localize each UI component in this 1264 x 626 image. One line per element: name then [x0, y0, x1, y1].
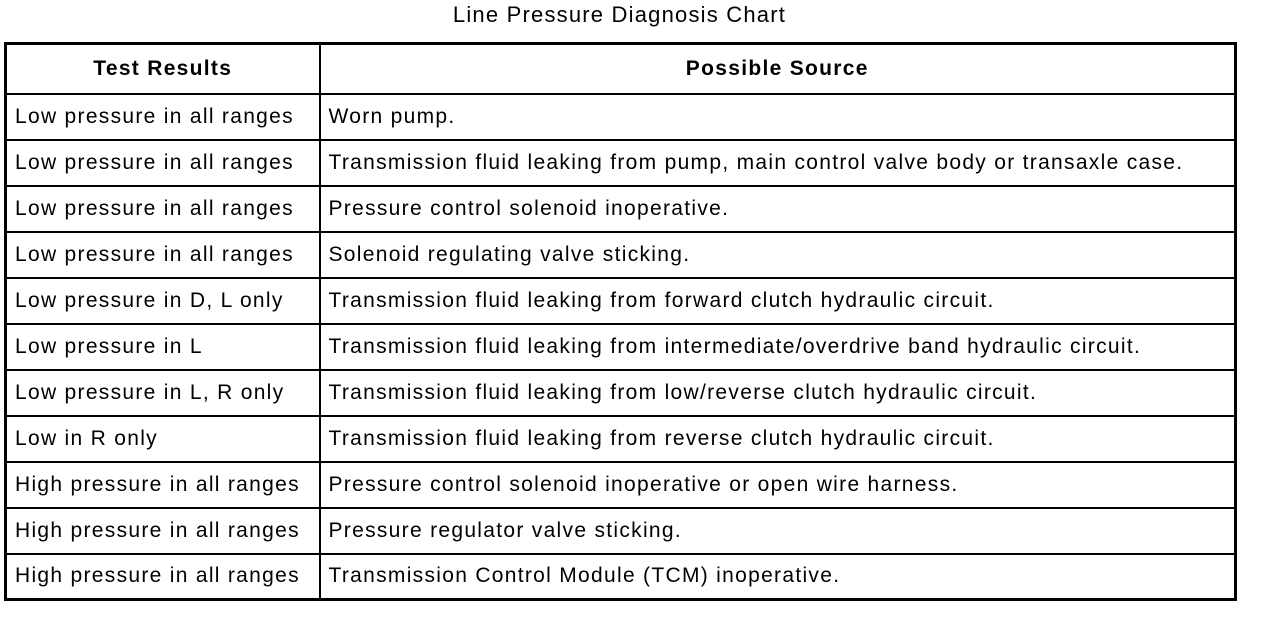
- table-row: Low in R only Transmission fluid leaking…: [4, 414, 1237, 463]
- possible-source-cell: Solenoid regulating valve sticking.: [318, 230, 1237, 279]
- table-row: Low pressure in D, L only Transmission f…: [4, 276, 1237, 325]
- table-header-row: Test Results Possible Source: [4, 42, 1237, 95]
- table-row: Low pressure in L, R only Transmission f…: [4, 368, 1237, 417]
- test-result-cell: Low pressure in L: [4, 322, 321, 371]
- possible-source-cell: Pressure regulator valve sticking.: [318, 506, 1237, 555]
- possible-source-cell: Transmission fluid leaking from reverse …: [318, 414, 1237, 463]
- table-row: Low pressure in all ranges Transmission …: [4, 138, 1237, 187]
- test-result-cell: Low pressure in all ranges: [4, 138, 321, 187]
- test-result-cell: Low pressure in all ranges: [4, 184, 321, 233]
- table-row: Low pressure in all ranges Solenoid regu…: [4, 230, 1237, 279]
- possible-source-cell: Transmission Control Module (TCM) inoper…: [318, 552, 1237, 601]
- table-row: High pressure in all ranges Pressure reg…: [4, 506, 1237, 555]
- possible-source-cell: Transmission fluid leaking from pump, ma…: [318, 138, 1237, 187]
- possible-source-cell: Pressure control solenoid inoperative.: [318, 184, 1237, 233]
- test-result-cell: Low pressure in L, R only: [4, 368, 321, 417]
- test-result-cell: High pressure in all ranges: [4, 506, 321, 555]
- column-header-test-results: Test Results: [4, 42, 321, 95]
- page-title: Line Pressure Diagnosis Chart: [452, 2, 787, 27]
- test-result-cell: Low pressure in all ranges: [4, 92, 321, 141]
- column-header-possible-source: Possible Source: [318, 42, 1237, 95]
- manual-page: Line Pressure Diagnosis Chart Test Resul…: [4, 0, 1237, 601]
- table-row: Low pressure in all ranges Pressure cont…: [4, 184, 1237, 233]
- possible-source-cell: Transmission fluid leaking from intermed…: [318, 322, 1237, 371]
- test-result-cell: High pressure in all ranges: [4, 552, 321, 601]
- possible-source-cell: Pressure control solenoid inoperative or…: [318, 460, 1237, 509]
- table-row: Low pressure in all ranges Worn pump.: [4, 92, 1237, 141]
- test-result-cell: High pressure in all ranges: [4, 460, 321, 509]
- table-row: High pressure in all ranges Pressure con…: [4, 460, 1237, 509]
- possible-source-cell: Transmission fluid leaking from forward …: [318, 276, 1237, 325]
- possible-source-cell: Worn pump.: [318, 92, 1237, 141]
- table-row: High pressure in all ranges Transmission…: [4, 552, 1237, 601]
- table-row: Low pressure in L Transmission fluid lea…: [4, 322, 1237, 371]
- test-result-cell: Low pressure in all ranges: [4, 230, 321, 279]
- test-result-cell: Low pressure in D, L only: [4, 276, 321, 325]
- possible-source-cell: Transmission fluid leaking from low/reve…: [318, 368, 1237, 417]
- test-result-cell: Low in R only: [4, 414, 321, 463]
- line-pressure-diagnosis-table: Test Results Possible Source Low pressur…: [4, 42, 1237, 601]
